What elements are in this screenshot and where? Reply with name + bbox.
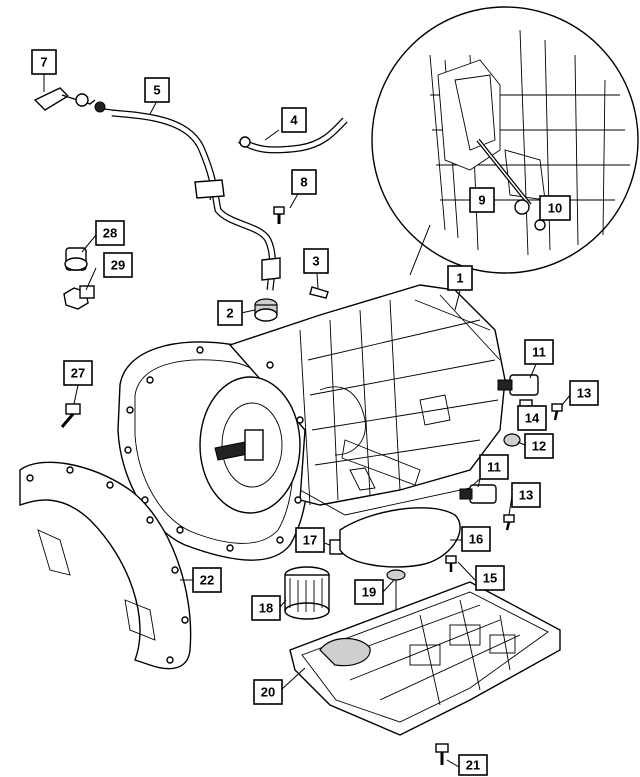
svg-text:27: 27	[71, 366, 85, 381]
svg-text:22: 22	[200, 573, 214, 588]
svg-text:17: 17	[303, 533, 317, 548]
seal-2	[254, 298, 278, 322]
svg-text:19: 19	[362, 585, 376, 600]
washer-12	[503, 433, 521, 447]
callout-9: 9	[469, 187, 495, 213]
callout-12: 12	[524, 433, 554, 459]
svg-text:5: 5	[153, 83, 160, 98]
gasket-22	[19, 461, 192, 670]
svg-text:8: 8	[300, 175, 307, 190]
svg-text:2: 2	[226, 306, 233, 321]
svg-text:12: 12	[532, 439, 546, 454]
callout-29: 29	[103, 252, 133, 278]
callout-5: 5	[144, 77, 170, 103]
callout-18: 18	[251, 595, 281, 621]
svg-text:20: 20	[261, 685, 275, 700]
callout-11-lower: 11	[479, 454, 509, 480]
callout-28: 28	[95, 220, 125, 246]
callout-20: 20	[253, 679, 283, 705]
sensor-11-lower	[459, 484, 497, 504]
callout-13-lower: 13	[511, 482, 541, 508]
callout-17: 17	[295, 527, 325, 553]
svg-text:11: 11	[532, 345, 546, 360]
callout-3: 3	[303, 248, 329, 274]
callout-1: 1	[447, 265, 473, 291]
svg-text:15: 15	[483, 571, 497, 586]
bolt-8	[273, 206, 285, 224]
svg-text:14: 14	[525, 411, 540, 426]
callout-19: 19	[354, 579, 384, 605]
oil-pan-20	[289, 581, 561, 736]
oil-filter-18	[284, 566, 330, 620]
callout-22: 22	[192, 567, 222, 593]
svg-text:13: 13	[519, 488, 533, 503]
callout-7: 7	[31, 49, 57, 75]
svg-text:7: 7	[40, 55, 47, 70]
svg-text:28: 28	[103, 226, 117, 241]
svg-text:1: 1	[456, 271, 463, 286]
callout-2: 2	[217, 300, 243, 326]
svg-text:21: 21	[466, 758, 480, 773]
svg-text:10: 10	[548, 201, 562, 216]
callout-14: 14	[517, 405, 547, 431]
callout-4: 4	[281, 107, 307, 133]
transmission-case	[117, 284, 506, 561]
detail-inset	[371, 6, 639, 276]
svg-text:11: 11	[487, 460, 501, 475]
bolt-13-lower	[503, 514, 515, 531]
vent-tube	[238, 117, 348, 154]
svg-text:16: 16	[469, 532, 483, 547]
plug-28	[64, 247, 88, 271]
dipstick-tube	[111, 109, 281, 291]
callout-10: 10	[539, 195, 571, 221]
svg-text:29: 29	[111, 258, 125, 273]
filter-16	[339, 507, 461, 568]
bolt-15	[445, 555, 457, 572]
callout-11-upper: 11	[524, 339, 554, 365]
sensor-11-upper	[497, 374, 539, 396]
svg-text:4: 4	[290, 113, 298, 128]
svg-text:18: 18	[259, 601, 273, 616]
svg-text:9: 9	[478, 193, 485, 208]
bolt-27	[60, 403, 81, 428]
callout-15: 15	[475, 565, 505, 591]
sensor-3	[309, 286, 329, 299]
plug-29	[63, 285, 95, 310]
callout-8: 8	[291, 169, 317, 195]
callout-27: 27	[63, 360, 93, 386]
callout-13-upper: 13	[569, 380, 599, 406]
callout-21: 21	[458, 754, 488, 776]
bolt-21	[435, 743, 449, 765]
svg-text:13: 13	[577, 386, 591, 401]
dipstick	[33, 87, 214, 201]
bolt-13-upper	[551, 403, 563, 421]
callout-16: 16	[461, 526, 491, 552]
svg-text:3: 3	[312, 254, 319, 269]
